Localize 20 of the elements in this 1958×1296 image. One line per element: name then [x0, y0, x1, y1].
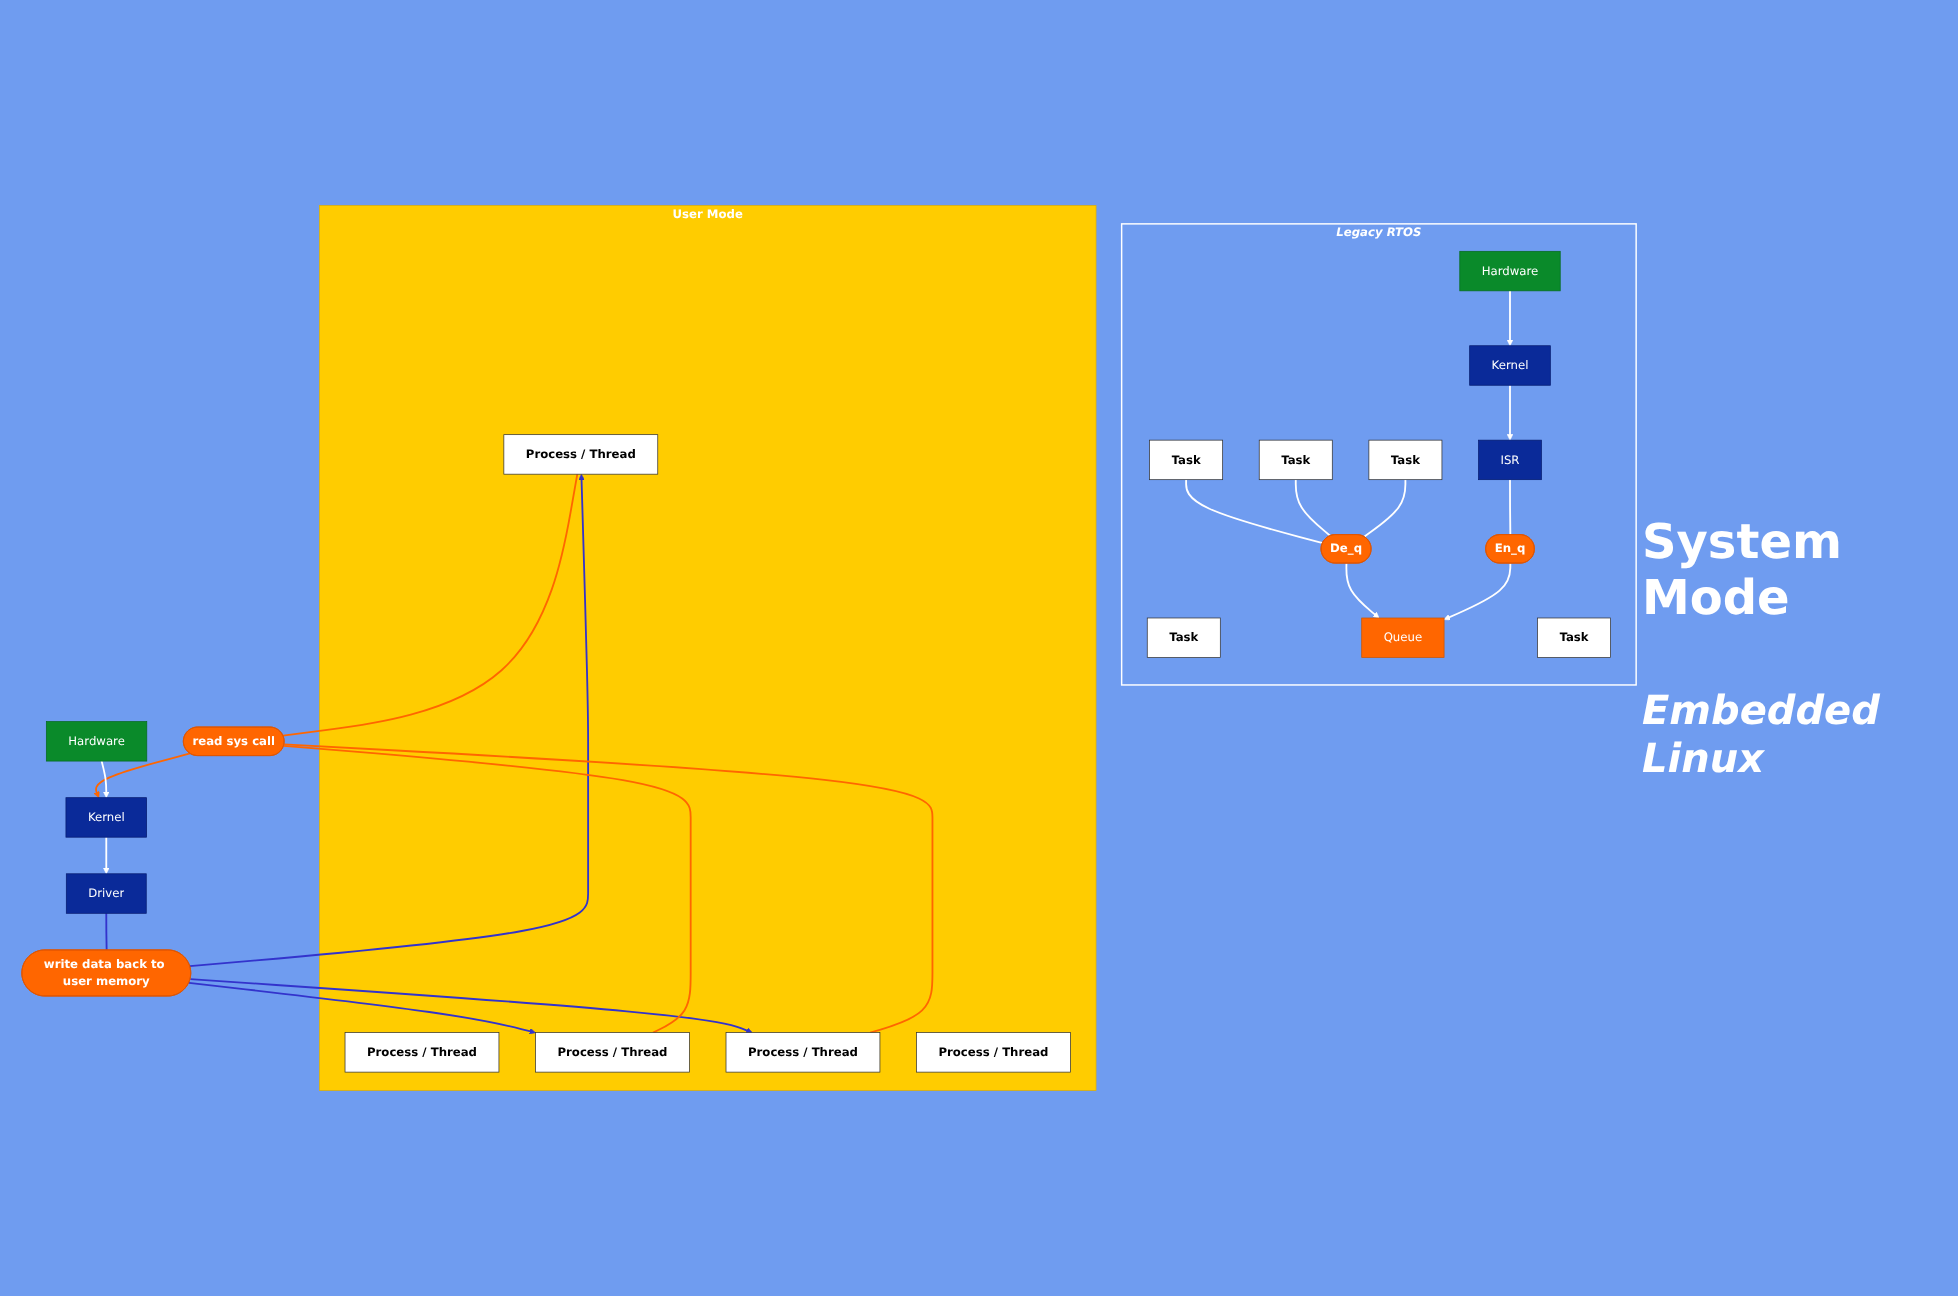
connector	[1509, 478, 1512, 536]
arrow	[189, 473, 590, 968]
arrow	[100, 760, 110, 798]
arrow	[1506, 384, 1514, 441]
panel-caption: Embedded Linux	[1642, 686, 1882, 782]
connector	[283, 743, 934, 1034]
arrow	[1443, 562, 1512, 621]
connector	[1294, 478, 1332, 537]
connector	[282, 744, 692, 1034]
arrow	[93, 752, 191, 798]
mode-label: System Mode	[1642, 514, 1844, 626]
arrow	[1345, 562, 1380, 619]
connector	[1363, 478, 1407, 538]
arrow	[188, 981, 536, 1035]
connector	[1185, 478, 1324, 544]
arrow	[1506, 289, 1514, 347]
arrow	[189, 978, 753, 1034]
connector	[282, 473, 579, 737]
arrow	[103, 836, 110, 875]
connector	[105, 912, 108, 952]
